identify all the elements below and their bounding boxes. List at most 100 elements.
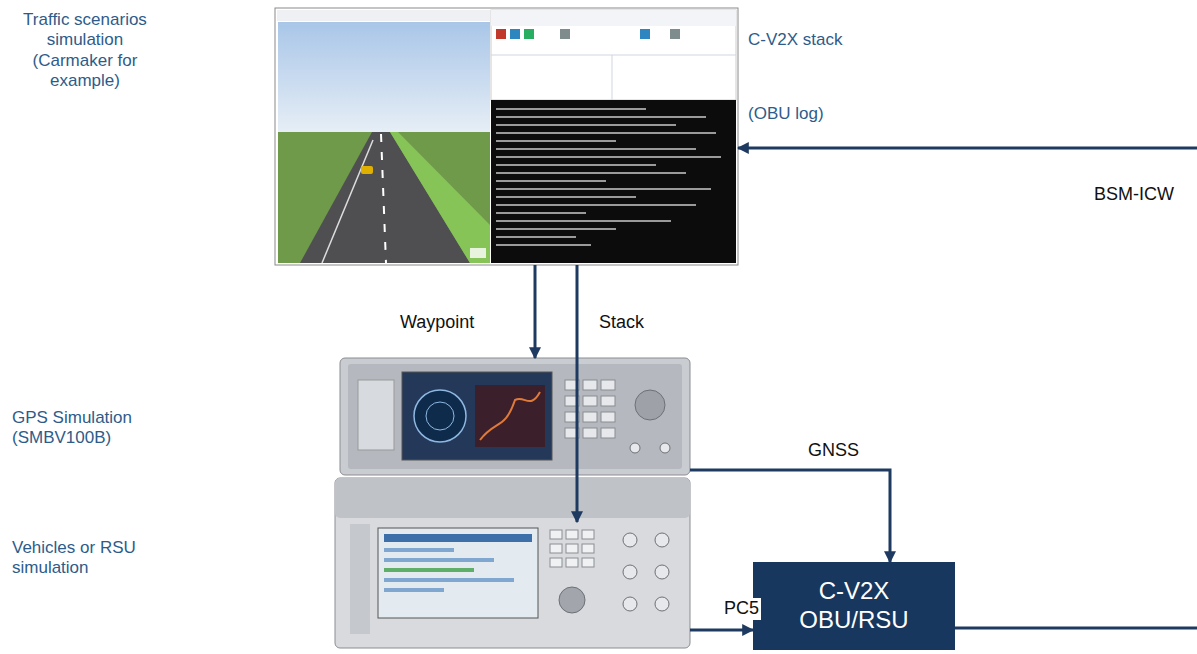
key xyxy=(601,380,615,390)
key xyxy=(583,428,597,438)
menu-bar xyxy=(277,10,490,21)
rf-connector xyxy=(623,533,637,547)
screen-line xyxy=(384,568,474,572)
block-label: C-V2X stack xyxy=(748,30,842,50)
box-label: C-V2X OBU/RSU xyxy=(794,577,914,635)
block-label: (OBU log) xyxy=(748,104,824,124)
logo xyxy=(470,248,486,258)
console-line xyxy=(496,180,606,182)
connector-label: GNSS xyxy=(806,440,861,462)
keypad xyxy=(565,380,615,438)
key xyxy=(583,380,597,390)
rf-connector xyxy=(623,565,637,579)
console-line xyxy=(496,196,636,198)
rf-connector xyxy=(660,443,670,453)
rf-connector xyxy=(655,533,669,547)
console-line xyxy=(496,236,576,238)
key xyxy=(601,428,615,438)
console-line xyxy=(496,156,721,158)
console-line xyxy=(496,172,686,174)
console-line xyxy=(496,140,616,142)
connector-label: Stack xyxy=(597,312,646,334)
connector-label: Waypoint xyxy=(398,312,476,334)
signal-arrow xyxy=(690,629,753,632)
device-box: C-V2X OBU/RSU xyxy=(753,562,955,650)
keypad xyxy=(550,530,594,567)
toolbar-icon xyxy=(510,29,520,39)
road-shoulder xyxy=(390,132,490,263)
console-line xyxy=(496,188,711,190)
rf-connector xyxy=(630,443,640,453)
toolbar-icon xyxy=(560,29,570,39)
rotary-knob xyxy=(635,390,665,420)
toolbar xyxy=(491,10,736,26)
console-line xyxy=(496,116,706,118)
gps-simulator-instrument xyxy=(340,358,690,475)
gps-simulator: GPS Simulation (SMBV100B) xyxy=(340,358,690,475)
front-panel xyxy=(348,364,682,469)
instrument-screen xyxy=(402,372,552,460)
console-line xyxy=(496,164,656,166)
rf-connector xyxy=(623,597,637,611)
screen-line xyxy=(384,588,444,592)
instrument-body xyxy=(340,358,690,475)
console-line xyxy=(496,204,696,206)
trajectory xyxy=(480,392,540,440)
console xyxy=(491,100,736,263)
key xyxy=(582,558,594,567)
handle xyxy=(350,524,370,634)
screen-line xyxy=(384,578,514,582)
field xyxy=(278,132,490,263)
key xyxy=(550,544,562,553)
key xyxy=(582,530,594,539)
console-line xyxy=(496,124,676,126)
screen-line xyxy=(384,548,454,552)
sky-plot xyxy=(414,390,466,442)
console-line xyxy=(496,148,696,150)
signal-arrow xyxy=(690,470,890,562)
vehicle-simulator: Vehicles or RSU simulation xyxy=(335,522,690,648)
rf-connector xyxy=(655,565,669,579)
console-line xyxy=(496,220,671,222)
signal-arrow xyxy=(576,265,579,522)
car xyxy=(361,166,373,174)
rf-connector xyxy=(655,597,669,611)
connector-label: BSM-ICW xyxy=(1092,184,1176,206)
simulation-screenshot xyxy=(275,8,738,265)
sky xyxy=(278,22,490,132)
key xyxy=(601,412,615,422)
power-area xyxy=(358,380,394,450)
key xyxy=(550,530,562,539)
toolbar-icon xyxy=(670,29,680,39)
instrument-screen xyxy=(378,528,538,618)
key xyxy=(550,558,562,567)
stack-window xyxy=(491,10,736,100)
instrument-body xyxy=(335,478,690,648)
toolbar-icon xyxy=(524,29,534,39)
console-line xyxy=(496,228,616,230)
key xyxy=(583,396,597,406)
screen-line xyxy=(384,558,494,562)
pane-divider xyxy=(491,55,736,56)
key xyxy=(583,412,597,422)
key xyxy=(601,396,615,406)
simulation-screenshot: Traffic scenarios simulation (Carmaker f… xyxy=(275,8,738,265)
key xyxy=(566,558,578,567)
lane-edge xyxy=(322,140,373,263)
console-line xyxy=(496,244,591,246)
key xyxy=(566,544,578,553)
screen-bar xyxy=(384,534,532,542)
lane-marking xyxy=(381,134,386,263)
key xyxy=(566,530,578,539)
block-label: Traffic scenarios simulation (Carmaker f… xyxy=(5,10,165,92)
instrument-top xyxy=(335,478,690,518)
toolbar-icon xyxy=(496,29,506,39)
signal-arrow xyxy=(534,265,537,358)
console-line xyxy=(496,108,646,110)
console-lines xyxy=(496,108,721,246)
signal-arrow xyxy=(738,148,1197,628)
sky-plot xyxy=(426,402,454,430)
block-label: Vehicles or RSU simulation xyxy=(12,538,162,579)
screenshot-frame xyxy=(275,8,738,265)
